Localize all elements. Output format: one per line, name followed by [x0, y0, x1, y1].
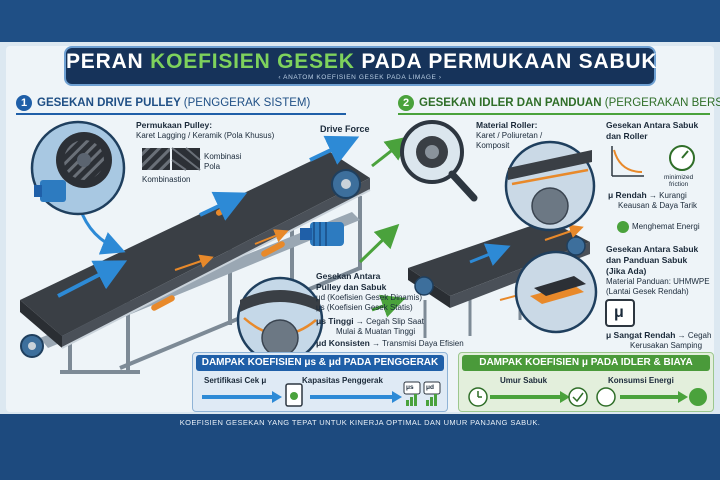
title-part-2: PADA PERMUKAAN SABUK	[354, 50, 658, 73]
drive-force-label: Drive Force	[320, 124, 370, 134]
gauge-icon	[669, 145, 695, 171]
belt-guide-title-3: (Jika Ada)	[606, 266, 647, 276]
page-title: PERAN KOEFISIEN GESEK PADA PERMUKAAN SAB…	[66, 50, 657, 73]
section-1-number: 1	[16, 94, 32, 111]
contact-title-1: Gesekan Antara	[316, 271, 381, 281]
impact-drive-title: DAMPAK KOEFISIEN μs & μd PADA PENGGERAK	[196, 355, 444, 371]
minimized-line-2: friction	[669, 181, 689, 188]
bottom-banner	[0, 414, 720, 480]
page-subtitle: ‹ ANATOM KOEFISIEN GESEK PADA LIMAGE ›	[278, 74, 442, 81]
consistent-mu-label: μd Konsisten → Transmisi Daya Efisien	[316, 338, 464, 349]
section-2-paren: (PERGERAKAN BERSIH)	[604, 97, 720, 109]
mu-badge	[605, 299, 635, 327]
title-box: PERAN KOEFISIEN GESEK PADA PERMUKAAN SAB…	[64, 46, 657, 86]
guide-material-1: Material Panduan: UHMWPE	[606, 277, 710, 286]
contact-friction-label: Gesekan Antara Pulley dan Sabuk μd (Koef…	[316, 271, 422, 313]
impact-drive-item-1: Sertifikasi Cek μ	[204, 376, 267, 385]
belt-guide-title-2: dan Panduan Sabuk	[606, 255, 688, 265]
impact-drive-item-2: Kapasitas Penggerak	[302, 376, 383, 385]
very-low-mu-effect: → Cegah	[675, 331, 712, 340]
mu-symbol: μ	[614, 304, 624, 321]
low-mu-effect: → Kurangi	[646, 191, 687, 200]
belt-guide-zoom	[514, 250, 598, 334]
minimized-line-1: minimized	[664, 174, 694, 181]
mu-dynamic: μd (Koefisien Gesek Dinamis)	[316, 293, 422, 302]
pulley-surface-label: Permukaan Pulley: Karet Lagging / Kerami…	[136, 120, 274, 141]
friction-graph-icon	[611, 146, 644, 177]
low-mu-effect-2: Keausan & Daya Tarik	[618, 201, 698, 210]
section-1-underline	[16, 113, 346, 115]
title-highlight: KOEFISIEN GESEK	[150, 50, 355, 73]
impact-idler-graphics	[468, 387, 707, 407]
roller-material-label: Material Roller: Karet / Poliuretan / Ko…	[476, 120, 542, 151]
roller-material-title: Material Roller:	[476, 120, 538, 130]
pulley-surface-title: Permukaan Pulley:	[136, 120, 213, 130]
magnifier-icon	[400, 120, 478, 202]
low-mu-key: μ Rendah	[608, 190, 647, 200]
top-banner	[0, 0, 720, 42]
title-part-1: PERAN	[66, 50, 151, 73]
impact-idler-item-2: Konsumsi Energi	[608, 376, 674, 385]
very-low-mu-effect-2: Kerusakan Samping	[630, 341, 703, 350]
belt-guide-title-1: Gesekan Antara Sabuk	[606, 244, 699, 254]
guide-material-2: (Lantai Gesek Rendah)	[606, 287, 689, 296]
pattern-swatch-1	[142, 148, 170, 170]
section-2-number: 2	[398, 94, 414, 111]
badge-mu-s: μs	[406, 384, 414, 391]
high-mu-label: μs Tinggi → Cegah Slip Saat Mulai & Muat…	[316, 316, 424, 337]
belt-guide-label: Gesekan Antara Sabuk dan Panduan Sabuk (…	[606, 244, 710, 297]
belt-roller-zoom	[504, 140, 596, 232]
section-2-underline	[398, 113, 710, 115]
combination-line-1: Kombinasi	[204, 152, 242, 161]
conveyor-belt	[20, 152, 370, 336]
drive-motor	[300, 222, 344, 246]
very-low-mu-key: μ Sangat Rendah	[606, 330, 676, 340]
section-2-title: GESEKAN IDLER DAN PANDUAN	[419, 97, 602, 109]
combination-caption: Kombinastion	[142, 175, 191, 184]
impact-idler-item-1: Umur Sabuk	[500, 376, 548, 385]
impact-idler-title: DAMPAK KOEFISIEN μ PADA IDLER & BIAYA	[462, 355, 710, 371]
pulley-zoom	[30, 120, 126, 216]
minimized-friction-label: minimized friction	[664, 174, 693, 188]
belt-roller-title-1: Gesekan Antara Sabuk	[606, 120, 699, 130]
contact-title-2: Pulley dan Sabuk	[316, 282, 387, 292]
combination-label: Kombinasi Pola	[204, 152, 241, 172]
low-mu-label: μ Rendah → Kurangi Keausan & Daya Tarik	[608, 190, 697, 211]
mu-static: μs (Koefisien Gesek Statis)	[316, 303, 413, 312]
high-mu-effect-2: Mulai & Muatan Tinggi	[336, 327, 416, 336]
save-energy-label: Menghemat Energi	[632, 222, 700, 231]
combination-line-2: Pola	[204, 162, 221, 171]
belt-roller-label: Gesekan Antara Sabuk dan Roller	[606, 120, 698, 142]
section-2-header: 2 GESEKAN IDLER DAN PANDUAN (PERGERAKAN B…	[398, 93, 720, 113]
section-1-title: GESEKAN DRIVE PULLEY	[37, 97, 181, 109]
badge-mu-d: μd	[426, 384, 434, 391]
roller-material-desc-1: Karet / Poliuretan /	[476, 131, 543, 140]
high-mu-key: μs Tinggi	[316, 316, 354, 326]
impact-drive-graphics	[202, 381, 441, 407]
consistent-mu-effect: → Transmisi Daya Efisien	[369, 339, 464, 348]
belt-roller-title-2: dan Roller	[606, 131, 648, 141]
contact-zoom	[236, 276, 324, 364]
very-low-mu-label: μ Sangat Rendah → Cegah Kerusakan Sampin…	[606, 330, 711, 351]
footer-caption: KOEFISIEN GESEKAN YANG TEPAT UNTUK KINER…	[179, 418, 541, 427]
high-mu-effect: → Cegah Slip Saat	[353, 317, 424, 326]
section-1-paren: (PENGGERAK SISTEM)	[183, 97, 311, 109]
section-1-header: 1 GESEKAN DRIVE PULLEY (PENGGERAK SISTEM)	[16, 93, 310, 113]
pulley-surface-desc: Karet Lagging / Keramik (Pola Khusus)	[136, 131, 275, 140]
consistent-mu-key: μd Konsisten	[316, 338, 370, 348]
leaf-icon	[617, 221, 629, 233]
roller-material-desc-2: Komposit	[476, 141, 510, 150]
